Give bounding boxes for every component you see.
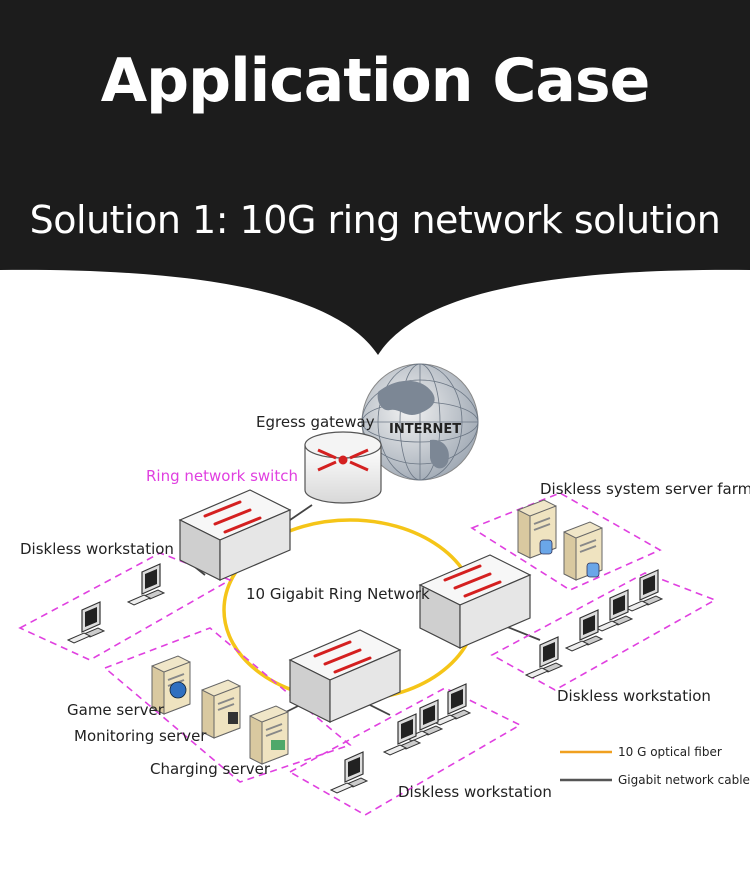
egress-gateway-router [304, 431, 382, 504]
ring-switch-right [418, 554, 532, 649]
page-subtitle: Solution 1: 10G ring network solution [29, 198, 721, 242]
label-workstation-bottom: Diskless workstation [398, 783, 552, 801]
ring-switch-bottom [288, 629, 402, 723]
page-title: Application Case [100, 46, 651, 116]
label-ring-network: 10 Gigabit Ring Network [246, 585, 430, 603]
header-background [0, 0, 750, 355]
label-egress-gateway: Egress gateway [256, 413, 375, 431]
label-monitoring-server: Monitoring server [74, 727, 207, 745]
internet-globe [361, 363, 479, 481]
label-server-farm: Diskless system server farm [540, 480, 750, 498]
legend-cable-label: Gigabit network cable [618, 773, 750, 787]
label-charging-server: Charging server [150, 760, 271, 778]
lan-servers [151, 655, 289, 765]
ring-switch-top-left [178, 489, 292, 581]
label-internet: INTERNET [389, 422, 462, 437]
legend-fiber-label: 10 G optical fiber [618, 745, 722, 759]
label-game-server: Game server [67, 701, 164, 719]
workstations-right [525, 569, 663, 679]
server-farm [517, 499, 603, 581]
label-workstation-left: Diskless workstation [20, 540, 174, 558]
label-ring-switch: Ring network switch [146, 467, 298, 485]
label-workstation-right: Diskless workstation [557, 687, 711, 705]
header-banner: Application Case Solution 1: 10G ring ne… [0, 0, 750, 360]
